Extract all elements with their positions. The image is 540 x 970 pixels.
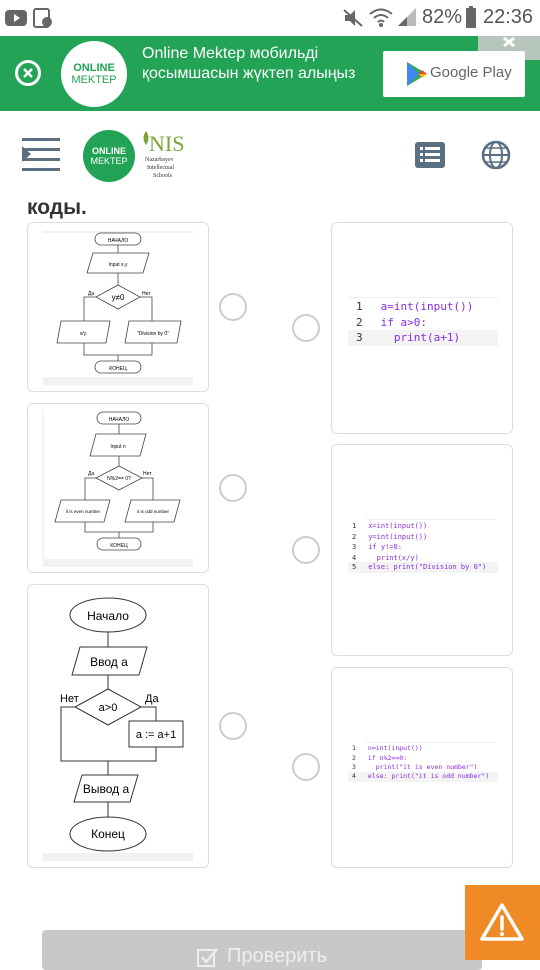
online-mektep-logo: ONLINE MEKTEP [61,41,127,107]
youtube-icon [5,10,27,26]
match-radio-right-1[interactable] [292,314,320,342]
svg-text:Ввод а: Ввод а [90,655,128,669]
report-problem-button[interactable] [465,885,540,960]
online-mektep-logo: ONLINE MEKTEP [83,130,135,182]
checkmark-icon [197,948,218,967]
code-line: 4 print(x/y) [352,553,419,562]
end-terminal [96,537,142,551]
svg-text:"Division by 0": "Division by 0" [137,331,169,337]
warning-icon [480,903,524,941]
battery-icon [466,6,476,28]
svg-text:y≠0: y≠0 [112,293,125,302]
close-icon [23,68,33,78]
clock: 22:36 [483,6,534,28]
flowchart-even-odd: НАЧАЛО Input n N%2== 0? Да Нет it is eve… [42,409,193,567]
flowchart-card-even-odd[interactable]: НАЧАЛО Input n N%2== 0? Да Нет it is eve… [27,403,209,573]
mute-icon [343,9,363,27]
end-terminal [94,360,142,374]
flowchart-increment: Начало Ввод а a>0 Нет Да a := a+1 Вывод … [43,597,193,861]
close-banner-button[interactable] [15,60,41,86]
end-terminal [69,816,147,852]
flowchart-card-division[interactable]: НАЧАЛО Input x,y y≠0 Да Нет x/y "Divisio… [27,222,209,392]
google-play-button[interactable]: Google Play [383,51,525,97]
svg-text:Input n: Input n [110,444,126,450]
nis-emblem-icon [143,131,149,145]
svg-text:Вывод а: Вывод а [83,782,130,796]
svg-text:Конец: Конец [91,827,125,841]
match-radio-right-2[interactable] [292,536,320,564]
google-play-icon [407,62,427,86]
banner-message: Online Mektep мобильді қосымшасын жүктеп… [142,45,356,82]
check-answer-label: Проверить [227,945,328,967]
gallery-notification-icon [33,8,52,28]
nis-logo: NIS Nazarbayev Intellectual Schools [139,129,189,185]
app-header: ONLINE MEKTEP NIS Nazarbayev Intellectua… [0,111,540,201]
match-radio-left-1[interactable] [219,293,247,321]
svg-text:КОНЕЦ: КОНЕЦ [110,543,128,549]
signal-icon [398,8,416,26]
svg-text:Начало: Начало [87,609,129,623]
wifi-icon [369,8,393,27]
svg-text:Нет: Нет [142,291,151,297]
svg-text:x/y: x/y [80,331,87,337]
svg-text:Да: Да [88,291,94,297]
svg-text:НАЧАЛО: НАЧАЛО [108,238,129,244]
svg-text:Нет: Нет [60,693,79,705]
svg-text:НАЧАЛО: НАЧАЛО [109,417,130,423]
match-radio-left-3[interactable] [219,712,247,740]
svg-text:Нет: Нет [143,471,152,477]
menu-toggle-icon[interactable] [22,138,62,172]
code-line: 3 print("it is even number") [352,763,478,771]
check-answer-button[interactable]: Проверить [42,930,482,970]
svg-text:Да: Да [88,471,94,477]
globe-icon[interactable] [481,140,511,170]
svg-text:a := a+1: a := a+1 [136,729,176,741]
question-text: коды. [27,196,87,219]
list-icon[interactable] [415,142,445,168]
svg-text:a>0: a>0 [99,702,118,714]
google-play-label: Google Play [430,64,512,81]
svg-text:Input x,y: Input x,y [109,262,128,268]
match-radio-right-3[interactable] [292,753,320,781]
svg-text:N%2== 0?: N%2== 0? [107,476,131,482]
battery-percent: 82% [422,6,463,28]
close-icon [503,36,515,48]
flowchart-division: НАЧАЛО Input x,y y≠0 Да Нет x/y "Divisio… [43,231,193,385]
svg-text:КОНЕЦ: КОНЕЦ [109,366,127,372]
status-bar: 82% 22:36 [0,0,540,36]
svg-text:it is even number: it is even number [66,509,101,514]
flowchart-card-increment[interactable]: Начало Ввод а a>0 Нет Да a := a+1 Вывод … [27,584,209,868]
svg-text:Да: Да [145,693,159,705]
code-line: 3 print(a+1) [348,330,498,346]
svg-text:it is odd number: it is odd number [137,509,170,514]
match-radio-left-2[interactable] [219,474,247,502]
